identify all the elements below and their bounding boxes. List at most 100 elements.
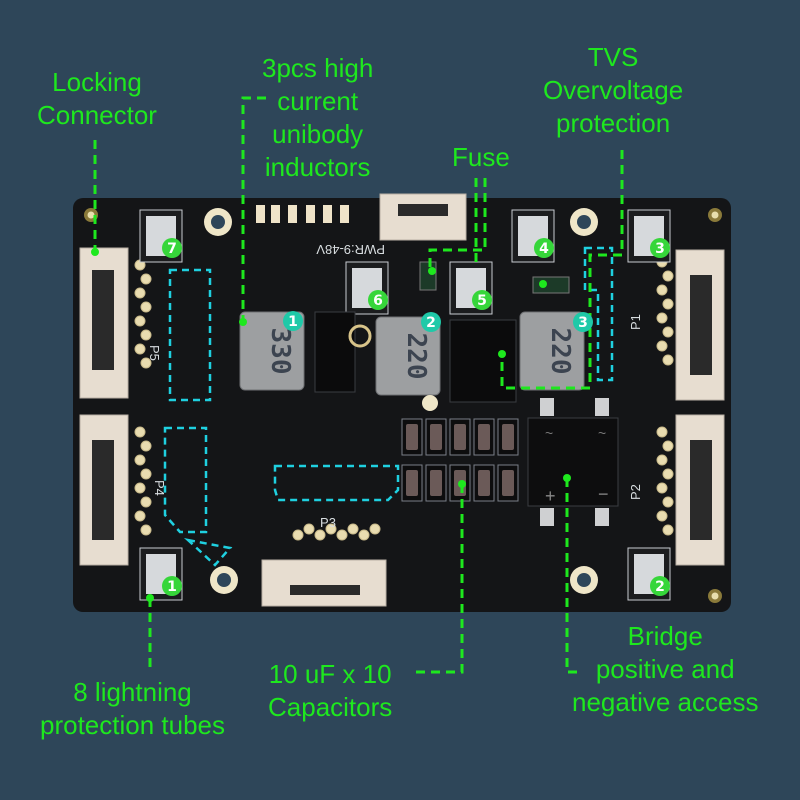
lightning-tube: 2 [627, 547, 671, 601]
callout-line: Overvoltage [543, 75, 684, 105]
header-pin [140, 329, 152, 341]
lightning-tube: 3 [627, 209, 671, 263]
header-pin [134, 454, 146, 466]
callout-fuse: Fuse [452, 141, 510, 174]
callout-inductors: 3pcs high current unibody inductors [262, 52, 373, 184]
bridge-minus-mark: − [598, 484, 609, 504]
callout-line: unibody [272, 119, 364, 149]
lightning-tube: 5 [449, 261, 493, 315]
silk-p1: P1 [628, 314, 643, 330]
test-pad [422, 395, 438, 411]
header-pin [656, 454, 668, 466]
header-pin [134, 287, 146, 299]
bridge-ac-mark: ~ [545, 425, 553, 441]
tube-number: 6 [373, 293, 383, 309]
header-pin [292, 529, 304, 541]
header-pin [336, 529, 348, 541]
callout-line: Bridge [627, 621, 703, 651]
svg-text:1: 1 [288, 314, 298, 330]
silk-p2: P2 [628, 484, 643, 500]
callout-line: Fuse [452, 142, 510, 172]
svg-text:2: 2 [426, 315, 436, 331]
header-pin [662, 326, 674, 338]
silk-p4: P4 [152, 480, 167, 496]
svg-text:220: 220 [545, 328, 575, 375]
header-pin [140, 440, 152, 452]
header-pin [134, 315, 146, 327]
header-pin [314, 529, 326, 541]
inductor-badge: 1 2 3 [283, 311, 593, 332]
header-pin [656, 340, 668, 352]
callout-line: TVS [587, 42, 639, 72]
bridge-ac-mark: ~ [598, 425, 606, 441]
connector-p3 [261, 559, 387, 607]
power-connector [379, 193, 467, 241]
bridge-plus-mark: + [545, 486, 556, 506]
capacitor [497, 464, 519, 502]
header-pin [134, 426, 146, 438]
capacitor [425, 464, 447, 502]
callout-line: 10 uF x 10 [268, 659, 392, 689]
connector-p5 [79, 247, 129, 399]
capacitor [497, 418, 519, 456]
tube-number: 3 [655, 241, 665, 257]
connector-p1 [675, 249, 725, 401]
header-pin [662, 468, 674, 480]
wire-loop [348, 324, 372, 348]
header-pin [656, 510, 668, 522]
tube-number: 4 [539, 241, 549, 257]
silk-p5: P5 [147, 345, 162, 361]
tube-number: 2 [655, 579, 665, 595]
connector-p4 [79, 414, 129, 566]
header-pin [662, 496, 674, 508]
capacitor [449, 418, 471, 456]
callout-line: negative access [572, 687, 759, 717]
inductor-2: 220 [375, 316, 441, 396]
mounting-hole [204, 208, 598, 594]
callout-bridge: Bridge positive and negative access [572, 620, 758, 719]
callout-line: 8 lightning [73, 677, 192, 707]
header-pin [140, 468, 152, 480]
capacitor [473, 464, 495, 502]
callout-line: Locking [52, 67, 142, 97]
silk-p3: P3 [320, 515, 336, 530]
silk-power: PWR:9-48V [316, 242, 385, 257]
header-pin [662, 270, 674, 282]
lightning-tubes: 1 2 3 4 5 6 7 [139, 209, 671, 601]
callout-locking-connector: Locking Connector [37, 66, 157, 132]
header-pin [656, 284, 668, 296]
header-pin [347, 523, 359, 535]
callout-line: 3pcs high [262, 53, 374, 83]
header-pin [656, 312, 668, 324]
capacitor [473, 418, 495, 456]
tube-number: 1 [167, 579, 177, 595]
header-pin [662, 524, 674, 536]
callout-line: protection tubes [40, 710, 226, 740]
diode-package [449, 319, 517, 403]
tube-number: 5 [477, 293, 487, 309]
led-row [256, 205, 349, 223]
callout-tvs: TVS Overvoltage protection [543, 41, 683, 140]
header-pin [140, 496, 152, 508]
header-pin [662, 354, 674, 366]
fuse [419, 261, 437, 291]
header-pin [656, 426, 668, 438]
capacitor [401, 464, 423, 502]
lightning-tube: 7 [139, 209, 183, 263]
lightning-tube: 6 [345, 261, 389, 315]
connector-p2 [675, 414, 725, 566]
callout-capacitors: 10 uF x 10 Capacitors [268, 658, 392, 724]
header-pin [134, 482, 146, 494]
header-pin [369, 523, 381, 535]
header-pin [325, 523, 337, 535]
callout-line: inductors [264, 152, 371, 182]
svg-text:3: 3 [578, 315, 588, 331]
inductor-3: 220 [519, 311, 585, 391]
callout-line: Capacitors [268, 692, 393, 722]
capacitor [401, 418, 423, 456]
inductor-1: 330 [239, 311, 305, 391]
header-pin [140, 301, 152, 313]
diode-package [314, 311, 356, 393]
callout-line: protection [556, 108, 671, 138]
tvs-group-outline [163, 246, 614, 567]
